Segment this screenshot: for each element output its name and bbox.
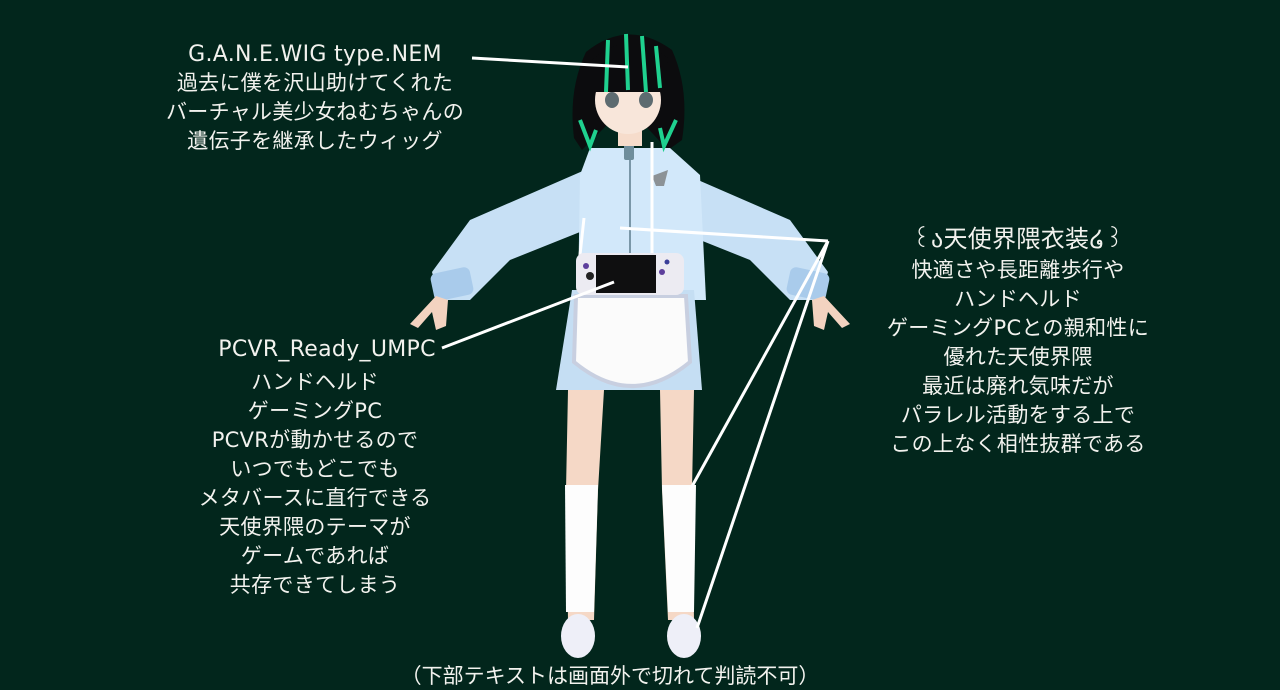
right-hand (812, 296, 850, 330)
left-eye (605, 92, 619, 108)
device-button (664, 259, 670, 265)
character-illustration (410, 33, 850, 658)
left-cuff (430, 267, 474, 301)
umpc-leader-line (441, 280, 615, 350)
umpc-desc-line: ゲームであれば (240, 544, 390, 568)
bottom-caption-cropped: （下部テキストは画面外で切れて判読不可） (400, 664, 820, 688)
device-stick (586, 272, 594, 280)
outfit-desc-line: 最近は廃れ気味だが (922, 374, 1114, 398)
wig-leader-line (471, 56, 629, 69)
umpc-title: PCVR_Ready_UMPC (218, 337, 436, 362)
outfit-leader-line-jacket (619, 226, 829, 243)
hair-side-tips (578, 119, 678, 153)
outfit-leader-line-shoe (695, 240, 830, 629)
outfit-desc-line: 快適さや長距離歩行や (911, 258, 1125, 282)
left-hand (410, 296, 448, 330)
chest-emblem (652, 170, 668, 186)
outfit-desc-line: この上なく相性抜群である (890, 432, 1146, 456)
outfit-desc-line: ゲーミングPCとの親和性に (886, 316, 1149, 340)
left-sock (565, 485, 598, 612)
left-shoe (561, 614, 595, 658)
outfit-desc-line: 優れた天使界隈 (943, 345, 1093, 369)
umpc-desc-line: PCVRが動かせるので (211, 428, 419, 452)
device-button (659, 269, 665, 275)
hair-bangs (592, 43, 668, 92)
device-button (583, 263, 589, 269)
apron (571, 294, 693, 388)
right-cuff (786, 267, 830, 301)
umpc-annotation: PCVR_Ready_UMPC ハンドヘルド ゲーミングPC PCVRが動かせる… (170, 335, 460, 600)
umpc-desc-line: いつでもどこでも (230, 457, 400, 481)
umpc-desc-line: 天使界隈のテーマが (219, 515, 411, 539)
leader-lines (441, 56, 830, 629)
left-sleeve (432, 170, 585, 300)
outfit-desc-line: パラレル活動をする上で (900, 403, 1136, 427)
right-shoe (667, 614, 701, 658)
wig-desc-line: 遺伝子を継承したウィッグ (187, 129, 443, 153)
wig-desc-line: バーチャル美少女ねむちゃんの (166, 100, 464, 124)
umpc-desc-line: 共存できてしまう (229, 573, 401, 597)
handheld-screen (596, 255, 656, 293)
outfit-desc-line: ハンドヘルド (954, 287, 1082, 311)
umpc-desc-line: メタバースに直行できる (198, 486, 432, 510)
wig-title: G.A.N.E.WIG type.NEM (188, 42, 442, 67)
umpc-desc-line: ハンドヘルド (251, 370, 379, 394)
wig-annotation: G.A.N.E.WIG type.NEM 過去に僕を沢山助けてくれた バーチャル… (140, 40, 490, 156)
outfit-title: ꒰ა天使界隈衣装໒꒱ (911, 225, 1125, 253)
umpc-desc-line: ゲーミングPC (247, 399, 383, 423)
wig-desc-line: 過去に僕を沢山助けてくれた (176, 71, 454, 95)
outfit-annotation: ꒰ა天使界隈衣装໒꒱ 快適さや長距離歩行や ハンドヘルド ゲーミングPCとの親和… (858, 222, 1178, 459)
right-eye (639, 92, 653, 108)
outfit-leader-line-sock (688, 240, 830, 491)
right-sock (662, 485, 696, 612)
